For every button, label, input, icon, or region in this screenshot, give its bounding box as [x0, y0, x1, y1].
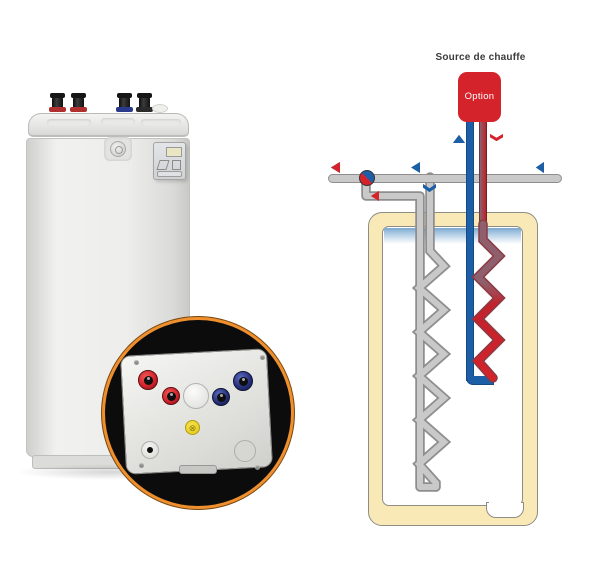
panel-button-bar: [157, 171, 182, 177]
heat-source-label: Source de chauffe: [435, 52, 526, 63]
blue-arrow-icon: [423, 184, 436, 192]
pipe-fitting-icon: [117, 93, 132, 112]
control-panel: [153, 142, 186, 180]
pipe-fitting-icon: [50, 93, 65, 112]
blank-port: [234, 440, 256, 462]
control-display: [166, 147, 182, 157]
panel-glyph: [172, 160, 181, 170]
screw-icon: [260, 355, 265, 360]
red-arrow-icon: [331, 162, 340, 173]
screw-icon: [255, 465, 260, 470]
handle-notch: [179, 465, 217, 474]
blue-arrow-icon: [536, 162, 544, 173]
blue-arrow-icon: [453, 135, 465, 143]
appliance-lid: [28, 113, 189, 137]
pipe-fitting-icon: [137, 93, 152, 112]
option-heat-source-box: Option: [458, 72, 501, 122]
panel-glyph: [156, 160, 170, 170]
blue-connection-knob: [212, 388, 230, 406]
red-connection-knob: [162, 387, 180, 405]
tank-bottom-recess: [489, 499, 521, 507]
red-arrow-icon: [371, 191, 379, 201]
front-knob: [110, 141, 126, 157]
cold-flow-pipe: [466, 119, 474, 381]
mixing-valve-icon: [359, 170, 375, 186]
yellow-cap: ⊗: [185, 420, 200, 435]
white-center-cap: [183, 383, 209, 409]
pipe-fitting-icon: [71, 93, 86, 112]
red-collar: [49, 107, 66, 112]
screw-icon: [139, 463, 144, 468]
dark-collar: [136, 107, 153, 112]
small-port: [141, 441, 159, 459]
blue-arrow-icon: [411, 162, 420, 173]
white-cap: [152, 104, 168, 113]
blue-connection-knob: [233, 371, 253, 391]
blue-collar: [116, 107, 133, 112]
tank-cavity: [382, 226, 523, 506]
hot-return-pipe: [479, 119, 487, 226]
red-connection-knob: [138, 370, 158, 390]
red-arrow-icon: [490, 134, 503, 141]
screw-icon: [134, 360, 139, 365]
water-level: [384, 227, 521, 244]
top-view-inset: ⊗: [102, 317, 294, 509]
red-collar: [70, 107, 87, 112]
cold-flow-elbow: [466, 376, 494, 385]
